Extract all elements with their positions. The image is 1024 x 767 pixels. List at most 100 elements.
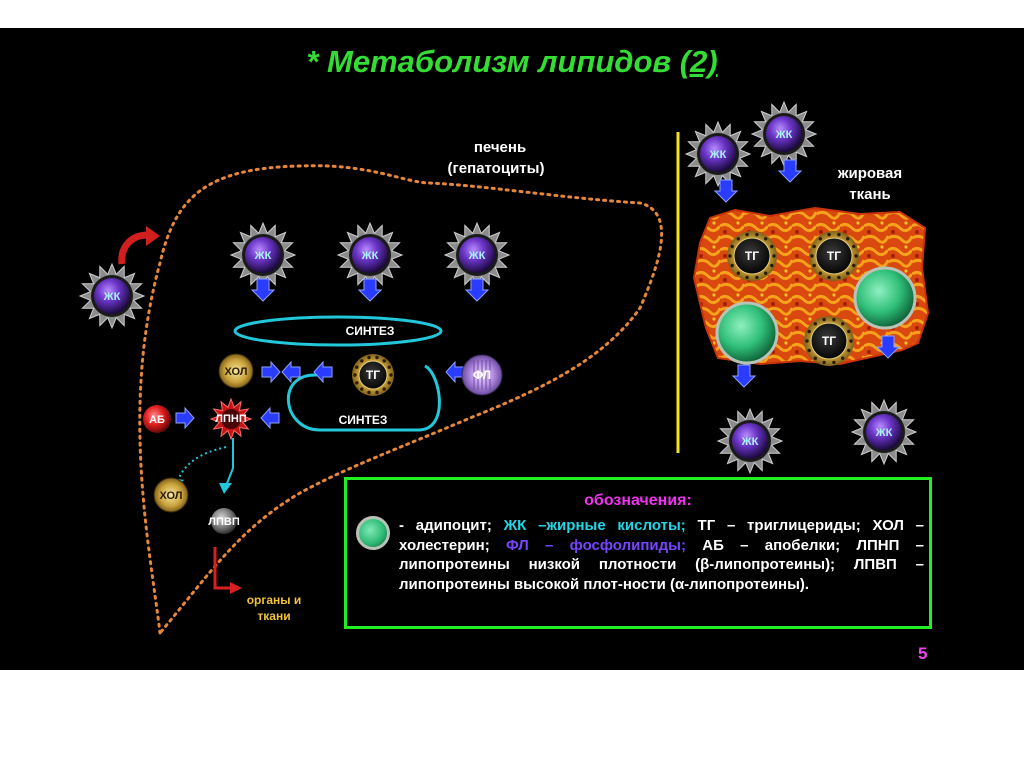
adipocyte-triglyceride-3-bead-11 — [822, 317, 826, 322]
fatty-acid-label-1: ЖК — [103, 291, 121, 303]
title-number-link[interactable]: (2) — [679, 44, 718, 79]
cholesterol-molecule-2 — [153, 477, 189, 513]
hdl-label: ЛПВП — [208, 516, 240, 528]
ldl-to-hdl-head — [219, 483, 232, 494]
legend-item-phospholipids: ФЛ – фосфолипиды; — [505, 536, 703, 554]
adipocyte-triglyceride-1-bead-7 — [730, 263, 734, 268]
adipocyte-triglyceride-2-bead-8 — [810, 254, 814, 258]
ldl-to-hdl-path — [225, 438, 234, 487]
lipid-metabolism-diagram: печень (гепатоциты) жировая ткань СИНТЕЗ… — [78, 100, 930, 637]
left-arrow-3 — [445, 360, 465, 384]
left-arrow-2 — [313, 360, 333, 384]
fatty-acid-molecule-4 — [459, 237, 495, 273]
triglyceride-label-a1: ТГ — [745, 249, 759, 263]
legend-item-cholesterol: ХОЛ – холестерин; — [399, 517, 924, 554]
triglyceride-liver-bead-14 — [387, 365, 391, 369]
adipocyte-triglyceride-2-bead-5 — [827, 275, 831, 280]
adipocyte-triglyceride-2-bead-13 — [846, 237, 850, 241]
adipocyte-triglyceride-3-bead-12 — [832, 317, 836, 322]
hdl-molecule — [211, 508, 237, 534]
legend-item-ldl: ЛПНП – липопротеины низкой плотности (β-… — [399, 536, 924, 574]
title-star: * — [306, 44, 319, 79]
fatty-acid-label-4: ЖК — [468, 250, 486, 262]
adipocyte-triglyceride-3-bead-14 — [847, 329, 851, 334]
phospholipid-label: ФЛ — [473, 368, 491, 382]
adipocyte-triglyceride-3-bead-9 — [807, 329, 811, 334]
adipocyte-triglyceride-3-bead-4 — [832, 360, 836, 365]
cholesterol-molecule-1 — [218, 353, 254, 389]
adipocyte-triglyceride-2-bead-12 — [837, 232, 841, 237]
adipocyte-triglyceride-2-bead-4 — [837, 275, 841, 280]
triglyceride-label-liver: ТГ — [366, 368, 380, 382]
adipocyte-triglyceride-3-bead-8 — [805, 339, 809, 343]
synthesis-ring — [233, 315, 443, 347]
fatty-acid-label-7: ЖК — [741, 436, 759, 448]
adipocyte-triglyceride-1-bead-9 — [730, 244, 734, 249]
entry-arrow — [118, 231, 149, 265]
left-arrow-1 — [281, 360, 301, 384]
adipocyte-empty-2 — [715, 301, 779, 365]
legend-item-hdl: ЛПВП – липопротеины высокой плот-ности (… — [399, 556, 924, 593]
adipose-label-line1: жировая — [837, 165, 902, 182]
adipocyte-triglyceride-2-inner — [815, 237, 853, 275]
triglyceride-liver-bead-7 — [355, 381, 359, 385]
slide: * Метаболизм липидов (2) — [0, 28, 1024, 670]
fatty-acid-molecule-8 — [866, 414, 902, 450]
triglyceride-liver-bead-5 — [367, 390, 371, 395]
fatty-acid-label-3: ЖК — [361, 250, 379, 262]
down-arrow-3 — [464, 278, 490, 302]
liver-outline — [138, 164, 664, 637]
adipocyte-triglyceride-3-bead-13 — [841, 322, 845, 326]
adipocyte-triglyceride-3-bead-10 — [813, 322, 817, 326]
adipocyte-triglyceride-1-bead-3 — [764, 271, 768, 275]
right-arrow-1 — [261, 360, 281, 384]
down-arrow-4 — [713, 179, 739, 203]
entry-arrow-head — [146, 226, 160, 246]
adipocyte-triglyceride-3-bead-2 — [847, 348, 851, 353]
adipocyte-empty-1 — [853, 266, 917, 330]
down-arrow-2 — [357, 278, 383, 302]
legend-item-adipocyte: - адипоцит; — [399, 517, 504, 534]
triglyceride-liver-bead-4 — [375, 390, 379, 395]
right-arrow-2 — [175, 406, 195, 430]
fatty-acid-label-8: ЖК — [875, 427, 893, 439]
triglyceride-liver-bead-10 — [360, 359, 364, 363]
fatty-acid-molecule-7 — [732, 423, 768, 459]
fatty-acid-molecule-3 — [352, 237, 388, 273]
organs-label-line1: органы и — [247, 593, 302, 607]
down-arrow-1 — [250, 278, 276, 302]
adipocyte-triglyceride-1-bead-13 — [764, 237, 768, 241]
synthesis-loop — [287, 364, 441, 432]
legend-item-fatty-acids: ЖК –жирные кислоты; — [503, 517, 698, 534]
synthesis-loop-label: СИНТЕЗ — [339, 413, 388, 427]
legend-heading: обозначения: — [584, 492, 692, 509]
adipocyte-triglyceride-3-bead-5 — [822, 360, 826, 365]
adipocyte-triglyceride-1-bead-2 — [770, 263, 774, 268]
adipocyte-triglyceride-1-bead-10 — [736, 237, 740, 241]
adipocyte-triglyceride-3-inner — [810, 322, 848, 360]
triglyceride-liver-inner — [358, 360, 388, 390]
adipocyte-triglyceride-2-bead-10 — [818, 237, 822, 241]
adipose-label-line2: ткань — [849, 186, 890, 203]
adipocyte-triglyceride-1-bead-14 — [770, 244, 774, 249]
adipocyte-triglyceride-3-bead-3 — [841, 356, 845, 360]
adipocyte-triglyceride-2-bead-3 — [846, 271, 850, 275]
triglyceride-label-a3: ТГ — [822, 334, 836, 348]
adipocyte-triglyceride-2-bead-14 — [852, 244, 856, 249]
legend-box: обозначения: - адипоцит; ЖК –жирные кисл… — [344, 477, 932, 629]
triglyceride-liver-bead-9 — [355, 365, 359, 369]
adipocyte-legend-icon — [356, 516, 390, 550]
hdl-to-organs-head — [230, 582, 242, 594]
organs-label-line2: ткани — [257, 609, 290, 623]
slide-title: * Метаболизм липидов (2) — [0, 44, 1024, 80]
adipocyte-triglyceride-2-bead-2 — [852, 263, 856, 268]
triglyceride-liver-bead-8 — [353, 373, 357, 377]
cholesterol-label-2: ХОЛ — [159, 490, 182, 502]
down-arrow-6 — [875, 335, 901, 359]
fatty-acid-label-5: ЖК — [709, 149, 727, 161]
down-arrow-7 — [731, 364, 757, 388]
apoprotein-label: АБ — [149, 414, 165, 426]
triglyceride-label-a2: ТГ — [827, 249, 841, 263]
adipocyte-triglyceride-2-bead-6 — [818, 271, 822, 275]
fatty-acid-molecule-2 — [245, 237, 281, 273]
